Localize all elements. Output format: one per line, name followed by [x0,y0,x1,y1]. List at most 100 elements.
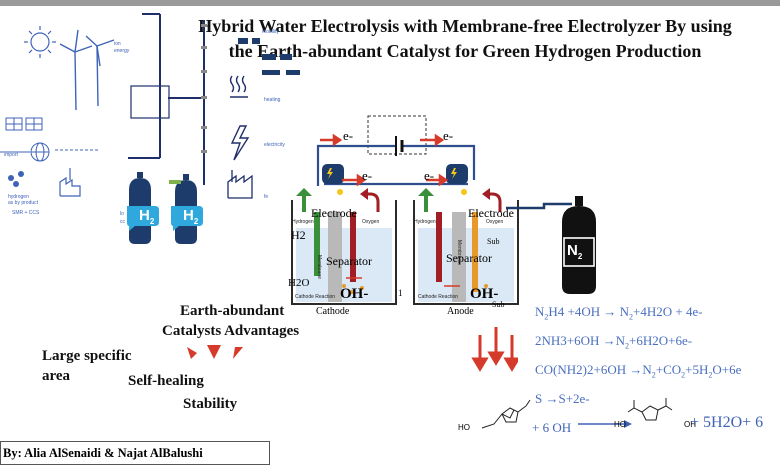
power-supply-right [446,164,468,184]
solar-panel-icon [5,117,43,131]
anode-membrane [452,212,466,302]
outer-circuit-wire [316,144,396,186]
oxygen-out-arrow [368,192,380,212]
import-label: import [4,152,19,158]
anode-electrode-right [472,212,478,292]
advantage-item-2: Self-healing [128,373,204,389]
reaction-equations: N2H4 +4OH → N2+4H2O + 4e- 2NH3+6OH →N2+6H… [535,300,741,411]
electricity-label: electricity [264,142,285,148]
n2-feed-line [506,202,572,210]
cathode-cell [291,188,397,305]
e-label-2: e- [443,128,454,143]
hydrogen-molecule-icon [8,171,24,187]
cathode-anode-electrode [350,212,356,282]
factory-icon [59,168,81,197]
n2-tank-label: N2 [567,242,583,261]
e-label-1: e- [343,128,354,143]
fe-label: fe [264,194,268,200]
equation-line: S →S+2e- [535,391,590,407]
globe-icon [30,142,50,162]
ion-flow-arrows [346,277,460,287]
hydrogen-byproduct-label: hydrogen [8,194,29,200]
heating-label: heating [264,97,281,103]
system-bracket [128,13,205,185]
equation-line: 2NH3+6OH →N2+6H2O+6e- [535,333,693,351]
outer-circuit-wire-right [402,144,476,180]
one-label: 1 [398,288,403,298]
title-line-2: the Earth-abundant Catalyst for Green Hy… [228,41,702,61]
hmf-oh-right: OH [684,420,696,429]
anode-name-label: Anode [447,306,474,317]
anode-separator-label: Separator [446,251,492,265]
cathode-name-label: Cathode [316,306,350,317]
h2-connector [169,180,181,184]
h2o-label: H2O [288,277,310,289]
cathode-membrane-label: Membrane [316,255,322,279]
electrolyzer-diagram [291,115,572,305]
cathode-electrode-label: Electrode [311,206,357,220]
hmf-ho-right: HO [614,420,626,429]
hydrogen-byproduct-label-2: as by product [8,200,39,206]
top-frame-bar [0,0,780,6]
advantages-heading-1: Earth-abundant [180,303,285,319]
e-label-4: e- [424,168,435,183]
energy-label: ion [114,41,121,47]
mobility-label: mobility [262,29,279,35]
h2-tank-label-left: H2 [139,207,155,226]
hmf-plus-oh: + 6 OH [532,420,572,435]
h2-bubble-right [171,206,203,231]
cathode-hydrogen-tag: Hydrogen [292,219,314,225]
advantage-item-1b: area [42,368,71,384]
advantages-heading-2: Catalysts Advantages [162,323,300,339]
cathode-separator-label: Separator [326,254,372,268]
wind-turbine-icon [59,29,115,111]
heating-icon [229,75,248,98]
advantage-item-3: Stability [183,396,238,412]
anode-membrane-label: Membrane [456,240,462,264]
cathode-electrode [314,212,320,276]
power-supply-left [322,164,344,184]
cathode-reaction-tag: Cathode Reaction [295,294,336,300]
advantage-item-1: Large specific [42,348,132,364]
equation-line: N2H4 +4OH → N2+4H2O + 4e- [535,304,703,322]
equation-line: CO(NH2)2+6OH →N2+CO2+5H2O+6e [535,362,742,380]
cathode-oxygen-tag: Oxygen [362,219,380,225]
anode-out-arrow-left [418,188,434,212]
hmf-products: + 5H2O+ 6 [690,414,764,431]
anode-electrode-label: Electrode [468,206,514,220]
anode-reaction-tag: Cathode Reaction [418,294,459,300]
sun-icon [24,26,56,58]
industry-icon [227,170,253,199]
hmf-reaction-diagram [481,398,673,429]
connector-markers [201,24,207,153]
vehicle-icons [238,38,300,75]
h2-tanks [127,172,203,244]
title-line-1: Hybrid Water Electrolysis with Membrane-… [198,16,732,36]
smr-label: SMR + CCS [12,210,40,216]
cc-label: cc [120,219,126,225]
anode-cell [413,188,519,305]
down-arrows-group [471,327,518,372]
energy-label-2: energy [114,48,130,54]
n2-tank [562,196,596,294]
h2-tank-label-right: H2 [183,207,199,226]
anode-oh-label: OH- [470,286,499,302]
anode-hydrogen-tag: Hydrogen [414,219,436,225]
hmf-ho-left: HO [458,423,470,432]
electron-arrow-icons [320,133,449,187]
anode-electrode-left [436,212,442,282]
advantage-arrows [187,345,243,359]
cathode-oh-label: OH- [340,286,369,302]
cathode-membrane [328,212,342,302]
electricity-icon [230,125,250,161]
author-byline: By: Alia AlSenaidi & Najat AlBalushi [0,441,270,465]
gas-bubbles [342,284,488,294]
sub-label-bottom: Sub [492,300,505,309]
h2-label: H2 [291,228,306,242]
e-label-3: e- [362,168,373,183]
anode-out-arrow-right [490,192,502,212]
anode-oxygen-tag: Oxygen [486,219,504,225]
page-title: Hybrid Water Electrolysis with Membrane-… [150,14,780,64]
sub-label-top: Sub [487,237,500,246]
hydrogen-out-arrow [296,188,312,212]
